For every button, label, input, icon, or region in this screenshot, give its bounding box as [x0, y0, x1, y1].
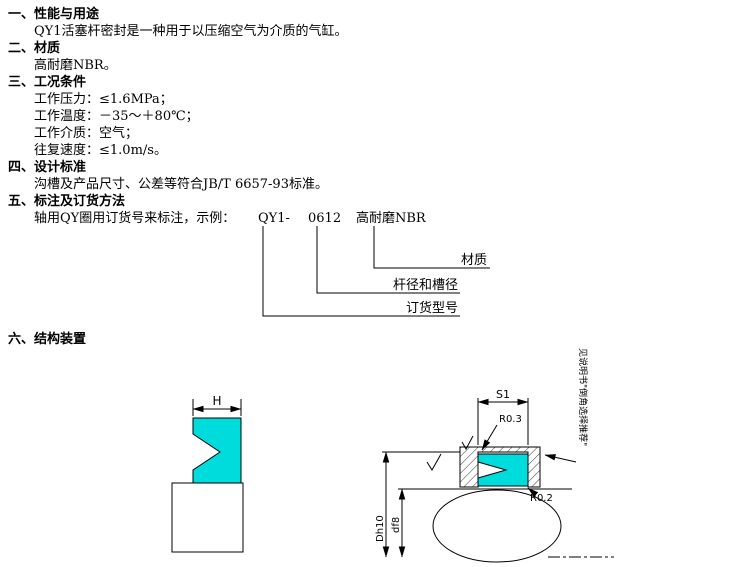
rod-outline [171, 482, 244, 553]
body-medium: 工作介质：空气； [34, 126, 139, 141]
heading-standard: 四、设计标准 [8, 160, 87, 175]
roughness-mark-icon [461, 435, 474, 451]
label-rod-groove: 杆径和槽径 [393, 278, 458, 293]
r03-leader [481, 424, 498, 451]
body-temperature: 工作温度：－35～＋80℃； [34, 109, 199, 124]
heading-performance: 一、性能与用途 [8, 7, 100, 22]
heading-structure: 六、结构装置 [8, 332, 87, 347]
ordering-code: QY1- [258, 211, 290, 226]
body-pressure: 工作压力：≤1.6MPa； [34, 92, 173, 107]
leader-order-model [262, 226, 460, 317]
figure-groove-installation: S1 R0.3 R0.2 Dh10 df8 见说明书"倒角选择推荐" [375, 348, 614, 563]
leader-rod-groove [316, 226, 460, 294]
r02-leader [527, 487, 539, 498]
heading-material: 二、材质 [8, 41, 61, 56]
body-speed: 往复速度：≤1.0m/s。 [34, 143, 167, 158]
chamfer-note: 见说明书"倒角选择推荐" [577, 348, 589, 446]
h-dimension-label: H [212, 394, 221, 408]
roughness-mark-icon [426, 453, 442, 471]
body-material: 高耐磨NBR。 [34, 58, 117, 73]
ordering-prefix: 轴用QY圈用订货号来标注，示例： [34, 211, 236, 226]
seal-profile [192, 417, 242, 484]
r03-label: R0.3 [499, 414, 522, 425]
s1-dimension-label: S1 [496, 388, 510, 401]
ordering-diagram: 材质 杆径和槽径 订货型号 [262, 226, 490, 317]
ordering-size: 0612 [308, 211, 342, 226]
shaft-ellipse [432, 489, 562, 563]
label-order-model: 订货型号 [406, 300, 458, 316]
figure-seal-cross-section: H [171, 394, 244, 553]
leader-material [373, 226, 490, 269]
body-performance: QY1活塞杆密封是一种用于以压缩空气为介质的气缸。 [34, 24, 348, 39]
seal-in-groove [477, 453, 529, 487]
chamfer-note-leader [544, 454, 577, 463]
r02-label: R0.2 [530, 493, 553, 504]
body-standard: 沟槽及产品尺寸、公差等符合JB/T 6657-93标准。 [34, 177, 328, 192]
heading-ordering: 五、标注及订货方法 [8, 194, 126, 209]
heading-conditions: 三、工况条件 [8, 75, 87, 90]
rod-dia-label: df8 [391, 517, 402, 533]
ordering-material: 高耐磨NBR [356, 211, 426, 226]
groove-dia-label: Dh10 [375, 515, 386, 542]
label-material: 材质 [461, 253, 487, 268]
